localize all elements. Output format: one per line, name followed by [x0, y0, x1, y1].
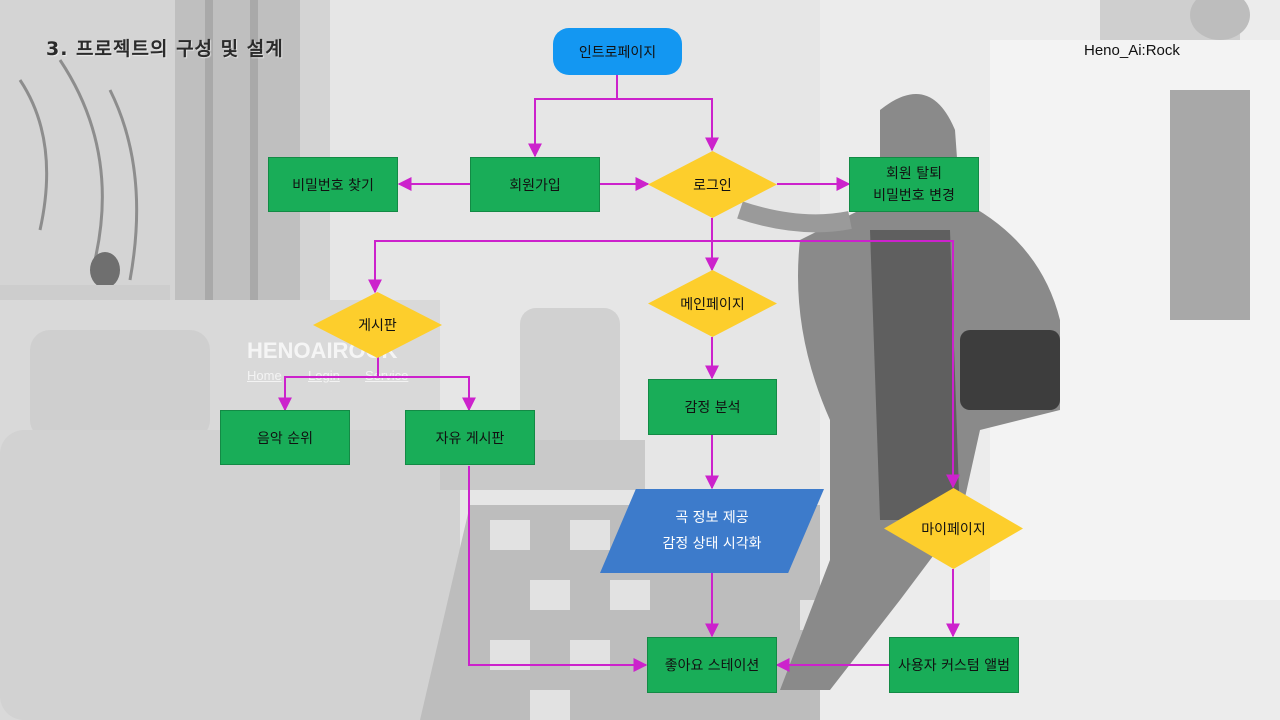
arrow-intro-signup	[528, 74, 618, 158]
node-music-ranking: 음악 순위	[220, 410, 350, 465]
node-free-board: 자유 게시판	[405, 410, 535, 465]
arrow-intro-login	[617, 98, 719, 152]
node-account-line2: 비밀번호 변경	[873, 187, 955, 204]
node-song-info-line2: 감정 상태 시각화	[662, 536, 762, 552]
node-like-station: 좋아요 스테이션	[647, 637, 777, 693]
watermark-nav-login: Login	[308, 368, 340, 383]
node-intro-page: 인트로페이지	[553, 28, 682, 75]
arrow-login-board	[368, 240, 712, 294]
node-custom-album: 사용자 커스텀 앨범	[889, 637, 1019, 693]
arrow-freeboard-like	[468, 466, 648, 672]
node-find-password: 비밀번호 찾기	[268, 157, 398, 212]
watermark-nav-service: Service	[365, 368, 409, 383]
arrow-board-freeboard	[378, 376, 476, 412]
slide-title: 3. 프로젝트의 구성 및 설계	[46, 38, 284, 60]
node-signup: 회원가입	[470, 157, 600, 212]
node-account-line1: 회원 탈퇴	[886, 165, 942, 182]
watermark-nav-home: Home	[247, 368, 282, 383]
arrow-board-ranking	[278, 357, 379, 412]
node-emotion-analysis: 감정 분석	[648, 379, 777, 435]
node-song-info: 곡 정보 제공 감정 상태 시각화	[600, 489, 824, 573]
arrow-login-mypage	[712, 240, 960, 489]
brand-label: Heno_Ai:Rock	[1084, 42, 1180, 59]
node-song-info-line1: 곡 정보 제공	[675, 510, 749, 526]
node-account-settings: 회원 탈퇴 비밀번호 변경	[849, 157, 979, 212]
